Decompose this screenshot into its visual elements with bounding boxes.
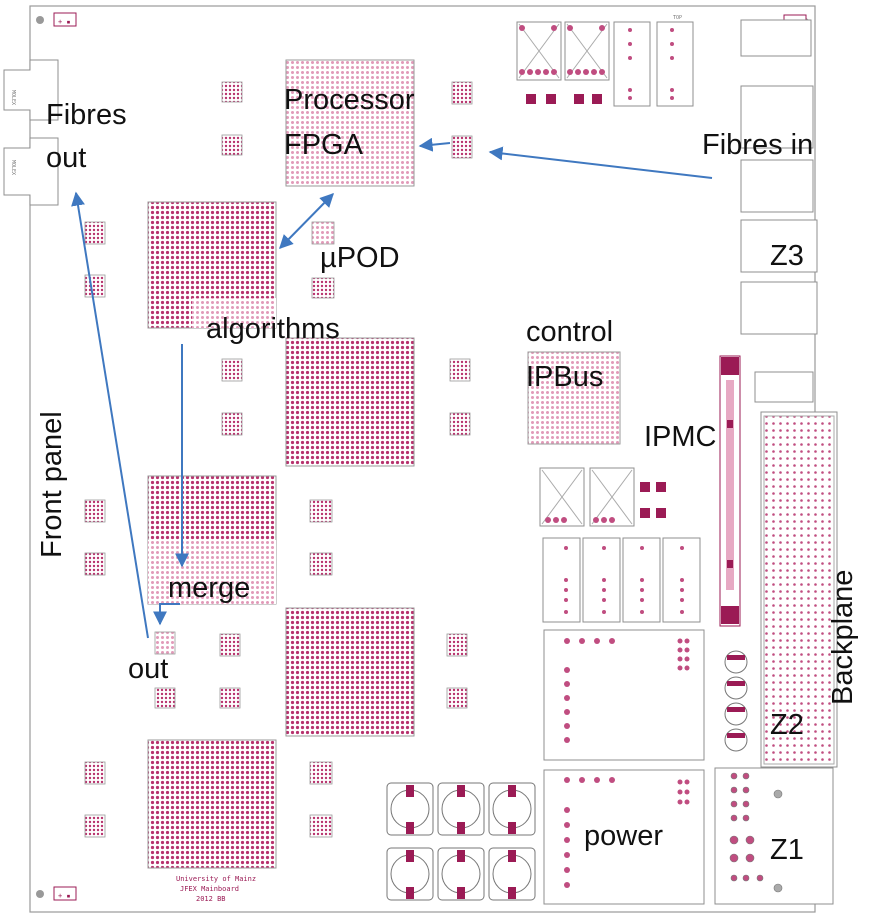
label-front-panel: Front panel [36, 411, 68, 558]
label-merge: merge [168, 572, 250, 604]
svg-text:+ ▪: + ▪ [58, 18, 71, 26]
small-chips [84, 81, 473, 838]
ipmc-connector [719, 355, 741, 627]
label-z2: Z2 [770, 709, 804, 741]
svg-text:+ ▪: + ▪ [58, 892, 71, 900]
credit-line-2: JFEX Mainboard [180, 885, 239, 893]
front-panel-connectors [3, 59, 59, 206]
label-ipbus: IPBus [526, 361, 603, 393]
label-fibres-out-1: Fibres [46, 99, 127, 131]
label-z1: Z1 [770, 834, 804, 866]
molex-text-1: MOLEX [10, 90, 16, 105]
label-power: power [584, 820, 663, 852]
module-pads [519, 25, 690, 888]
z2-parts [724, 650, 748, 752]
label-fpga: FPGA [284, 129, 364, 161]
signal-arrows [71, 137, 713, 639]
control-fpga-chip [527, 351, 621, 445]
label-control: control [526, 316, 613, 348]
label-upod: µPOD [320, 242, 400, 274]
processor-fpga-chip [285, 59, 415, 187]
top-silkscreen: TOP [673, 15, 682, 21]
molex-text-2: MOLEX [10, 160, 16, 175]
arrow-out-fibres [71, 191, 149, 639]
arrow-fibres-in [488, 146, 713, 179]
label-ipmc: IPMC [644, 421, 717, 453]
small-caps [526, 94, 666, 518]
large-fpgas [147, 59, 415, 869]
label-fibres-in: Fibres in [702, 129, 813, 161]
label-processor: Processor [284, 84, 415, 116]
power-capacitors [386, 782, 536, 901]
label-out: out [128, 653, 168, 685]
z1-pads [729, 772, 783, 893]
label-fibres-out-2: out [46, 142, 86, 174]
label-backplane: Backplane [827, 570, 859, 705]
arrow-merge-out [153, 603, 180, 626]
credit-line-1: University of Mainz [176, 875, 256, 883]
arrow-fpga-algorithms [279, 193, 334, 249]
credit-line-3: 2012 BB [196, 895, 226, 903]
backplane-pins [763, 415, 835, 765]
arrow-upod-to-fpga [418, 137, 451, 152]
label-z3: Z3 [770, 240, 804, 272]
label-algorithms: algorithms [206, 313, 340, 345]
